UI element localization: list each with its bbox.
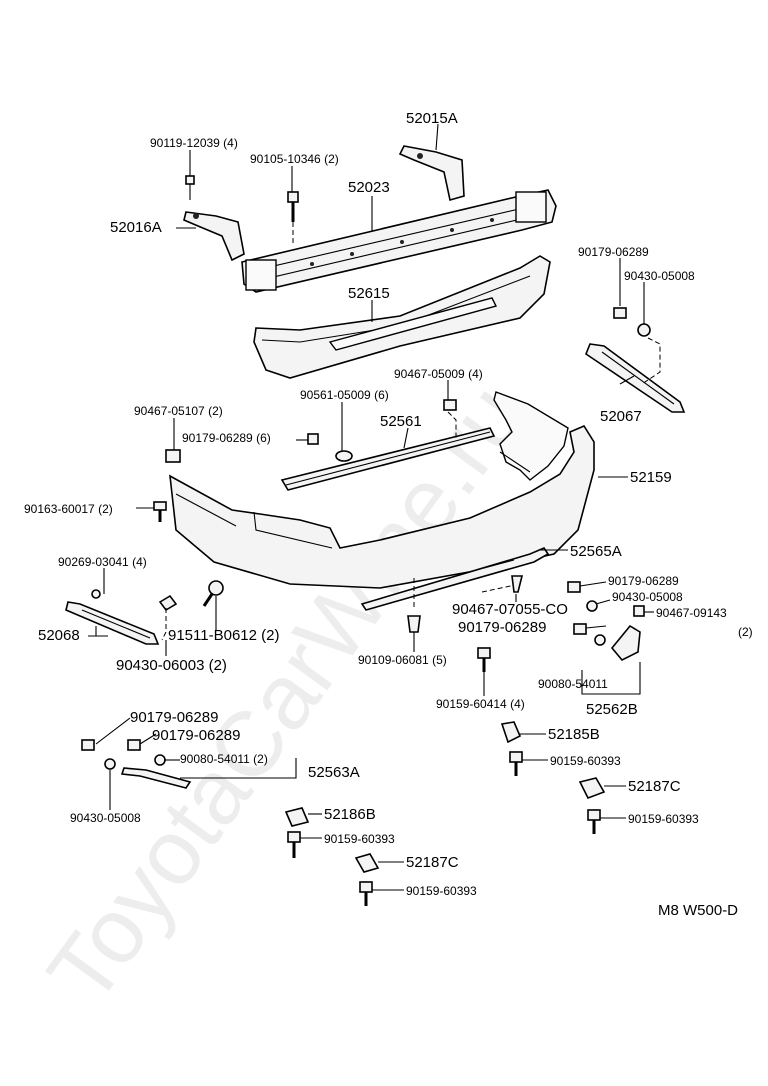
clip-90561 [335,450,353,462]
nut-90080-lower [154,754,166,766]
clip-52185B [500,721,522,744]
watermark-text: ToyotaCarWine.ru [29,366,544,1022]
molding-52561 [280,427,496,491]
clip-90179-6 [307,433,319,445]
label-90467-05009: 90467-05009 (4) [394,367,483,381]
label-52561: 52561 [380,413,422,430]
label-52016A: 52016A [110,219,162,236]
leader-lines [88,123,654,891]
label-90159-60393-a: 90159-60393 [550,754,621,768]
label-90179-06289-b: 90179-06289 [608,574,679,588]
label-90179-06289-c: 90179-06289 [458,619,546,636]
nut-90179-mid [573,623,587,635]
reinforcement-52023 [241,189,557,293]
label-91511-b0612: 91511-B0612 (2) [168,627,279,644]
label-52615: 52615 [348,285,390,302]
screw-90159-d [359,881,373,906]
clip-90109 [407,615,421,633]
label-90119-12039: 90119-12039 (4) [150,136,238,150]
label-90159-60414: 90159-60414 (4) [436,697,525,711]
nut-90430-top [637,323,651,337]
label-90467-09143: 90467-09143 [656,606,727,620]
screw-90159-b [587,809,601,834]
energy-absorber-52615 [253,255,551,379]
screw-90159-a [509,751,523,776]
label-90163-60017: 90163-60017 (2) [24,502,113,516]
nut-90179-lower-b [127,739,141,751]
label-90430-05008-c: 90430-05008 [70,811,141,825]
label-90179-06289-e: 90179-06289 [152,727,240,744]
label-90080-54011-b: 90080-54011 (2) [180,752,268,766]
clip-90467-07055 [511,575,524,593]
clip-52186B [284,807,310,827]
label-90467-05107: 90467-05107 (2) [134,404,223,418]
screw-90159-c [287,831,301,858]
label-90430-05008-a: 90430-05008 [624,269,695,283]
grommet-90430-06003 [158,594,178,612]
retainer-52067 [585,343,686,413]
label-90467-09143-qty: (2) [738,625,753,639]
clip-90467-05009 [443,399,457,411]
retainer-52068 [65,601,160,645]
label-52565A: 52565A [570,543,622,560]
label-90179-06289-a: 90179-06289 [578,245,649,259]
clip-52187C-b [354,853,380,873]
label-52563A: 52563A [308,764,360,781]
label-52068: 52068 [38,627,80,644]
diagram-code: M8 W500-D [658,902,738,919]
label-52562B: 52562B [586,701,638,718]
label-90109-06081: 90109-06081 (5) [358,653,447,667]
label-90430-06003: 90430-06003 (2) [116,657,227,674]
label-90561-05009: 90561-05009 (6) [300,388,389,402]
bracket-52016A [183,211,245,262]
retainer-52565A [360,547,550,611]
label-90179-06289-d: 90179-06289 [130,709,218,726]
bumper-cover-52159 [169,391,595,589]
label-52185B: 52185B [548,726,600,743]
label-90159-60393-d: 90159-60393 [406,884,477,898]
nut-90080-right [594,634,606,646]
nut-90179-lower-a [81,739,95,751]
bolt-91511 [202,580,224,607]
clip-90467-05107 [165,449,181,463]
label-52159: 52159 [630,469,672,486]
nut-90430-lower [104,758,116,770]
label-90467-07055-co: 90467-07055-CO [452,601,568,618]
screw-90269 [91,589,101,599]
bracket-52562B [610,624,641,661]
screw-90163 [153,501,167,522]
label-90105-10346: 90105-10346 (2) [250,152,339,166]
label-52015A: 52015A [406,110,458,127]
label-90179-06289-6: 90179-06289 (6) [182,431,271,445]
clip-52187C-a [578,777,606,800]
label-90269-03041: 90269-03041 (4) [58,555,147,569]
label-52186B: 52186B [324,806,376,823]
label-52187C-b: 52187C [406,854,459,871]
bolt-90119 [185,175,195,200]
nut-90179-right [567,581,581,593]
screw-90159-60414 [477,647,491,672]
bracket-52015A [398,145,465,202]
nut-90179-top [613,307,627,319]
label-90159-60393-b: 90159-60393 [628,812,699,826]
bolt-90105 [287,191,299,244]
label-52187C-a: 52187C [628,778,681,795]
label-90159-60393-c: 90159-60393 [324,832,395,846]
label-90080-54011-a: 90080-54011 [538,677,608,691]
label-90430-05008-b: 90430-05008 [612,590,683,604]
label-52067: 52067 [600,408,642,425]
screw-90467-09143 [633,605,645,617]
bracket-52563A [120,767,192,789]
label-52023: 52023 [348,179,390,196]
nut-90430-right [586,600,598,612]
